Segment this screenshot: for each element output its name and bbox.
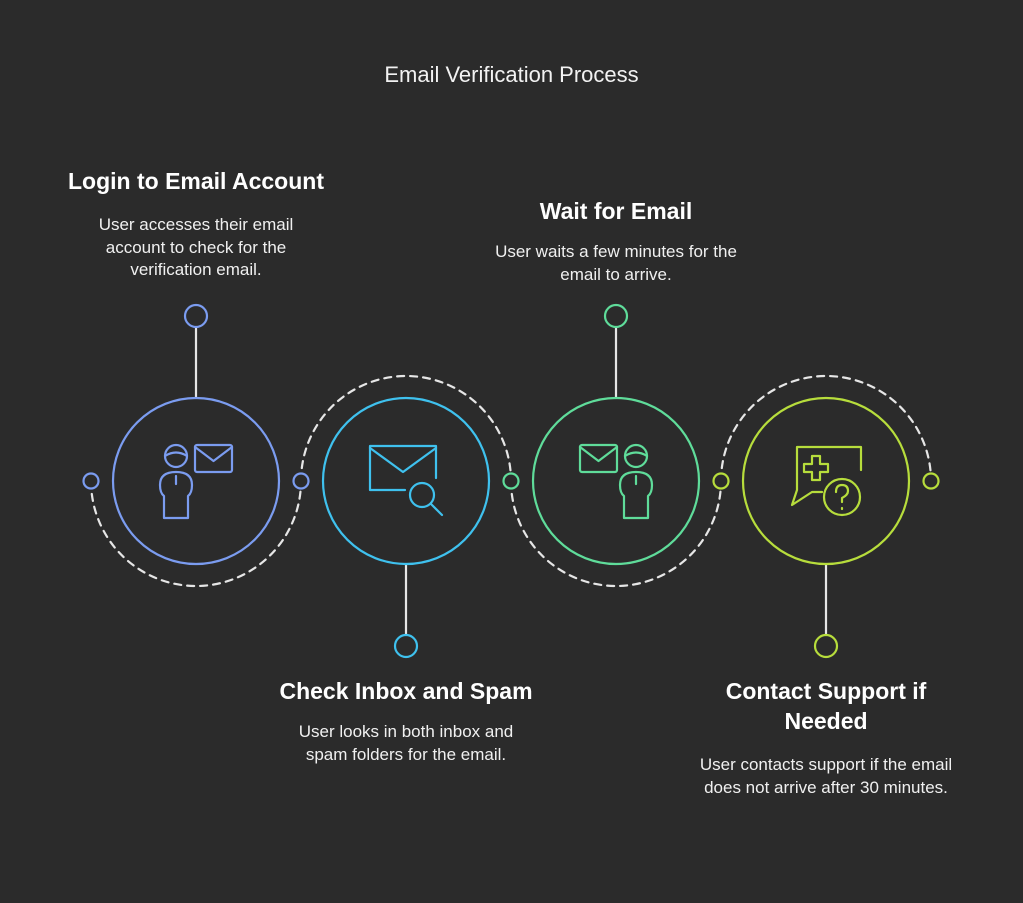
step-circle [111,396,281,566]
step-circle [321,396,491,566]
dashed-connector [719,374,933,483]
stem-marker [393,633,419,659]
connector-dot [292,472,310,490]
stem-marker [603,303,629,329]
step-circle [741,396,911,566]
diagram-title: Email Verification Process [384,62,639,87]
step-title-wait: Wait for Email [539,198,693,224]
stem-marker [813,633,839,659]
step-circle [531,396,701,566]
step-title-login: Login to Email Account [68,168,324,194]
stem-marker [183,303,209,329]
step-title-check-inbox: Check Inbox and Spam [279,678,533,704]
dashed-connector [509,479,723,588]
step-description-login: User accesses their email account to che… [98,215,294,279]
user-with-envelope-icon [158,443,234,520]
connector-dot [922,472,940,490]
envelope-magnifier-icon [368,444,444,517]
connector-dot [82,472,100,490]
step-description-check-inbox: User looks in both inbox and spam folder… [298,722,514,764]
step-description-wait: User waits a few minutes for the email t… [495,242,737,284]
support-chat-question-icon [790,445,863,517]
step-title-contact-support: Contact Support if Needed [725,678,927,734]
dashed-connector [89,479,303,588]
envelope-with-user-icon [578,443,654,520]
connector-dot [502,472,520,490]
dashed-connector [299,374,513,483]
step-description-contact-support: User contacts support if the email does … [699,755,953,797]
connector-dot [712,472,730,490]
